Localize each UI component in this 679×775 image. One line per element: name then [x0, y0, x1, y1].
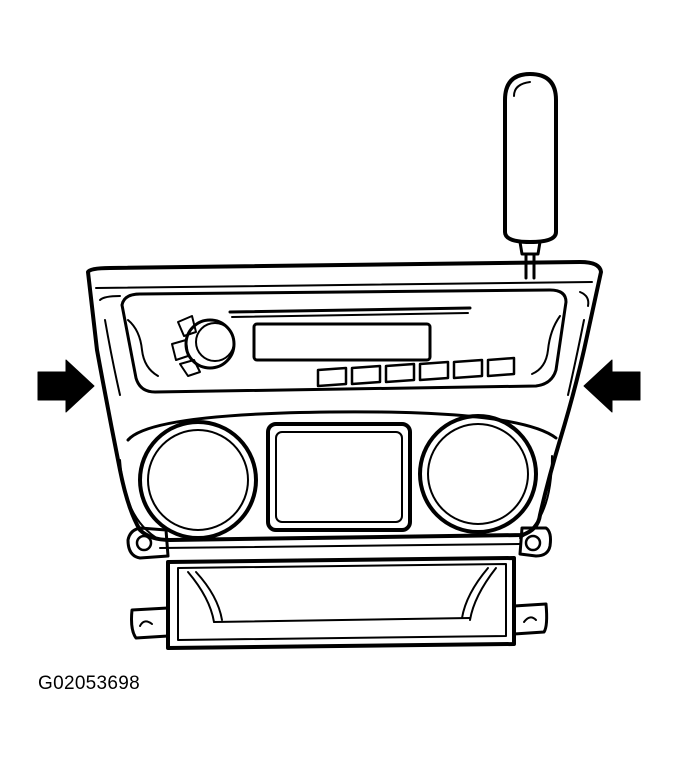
- arrow-right-icon: [37, 359, 95, 413]
- lower-panel: [119, 410, 558, 541]
- center-display: [266, 422, 412, 532]
- figure-id-label: G02053698: [38, 673, 141, 694]
- screwdriver-icon: [503, 72, 558, 280]
- arrow-left-icon: [583, 359, 641, 413]
- volume-knob-icon: [171, 315, 236, 377]
- radio-faceplate: [120, 288, 568, 394]
- bezel-outline: [86, 260, 603, 542]
- left-air-vent: [138, 420, 258, 540]
- storage-pocket: [130, 556, 549, 650]
- bezel-mount-tabs: [126, 526, 552, 560]
- preset-buttons: [316, 356, 516, 388]
- right-air-vent: [418, 414, 538, 534]
